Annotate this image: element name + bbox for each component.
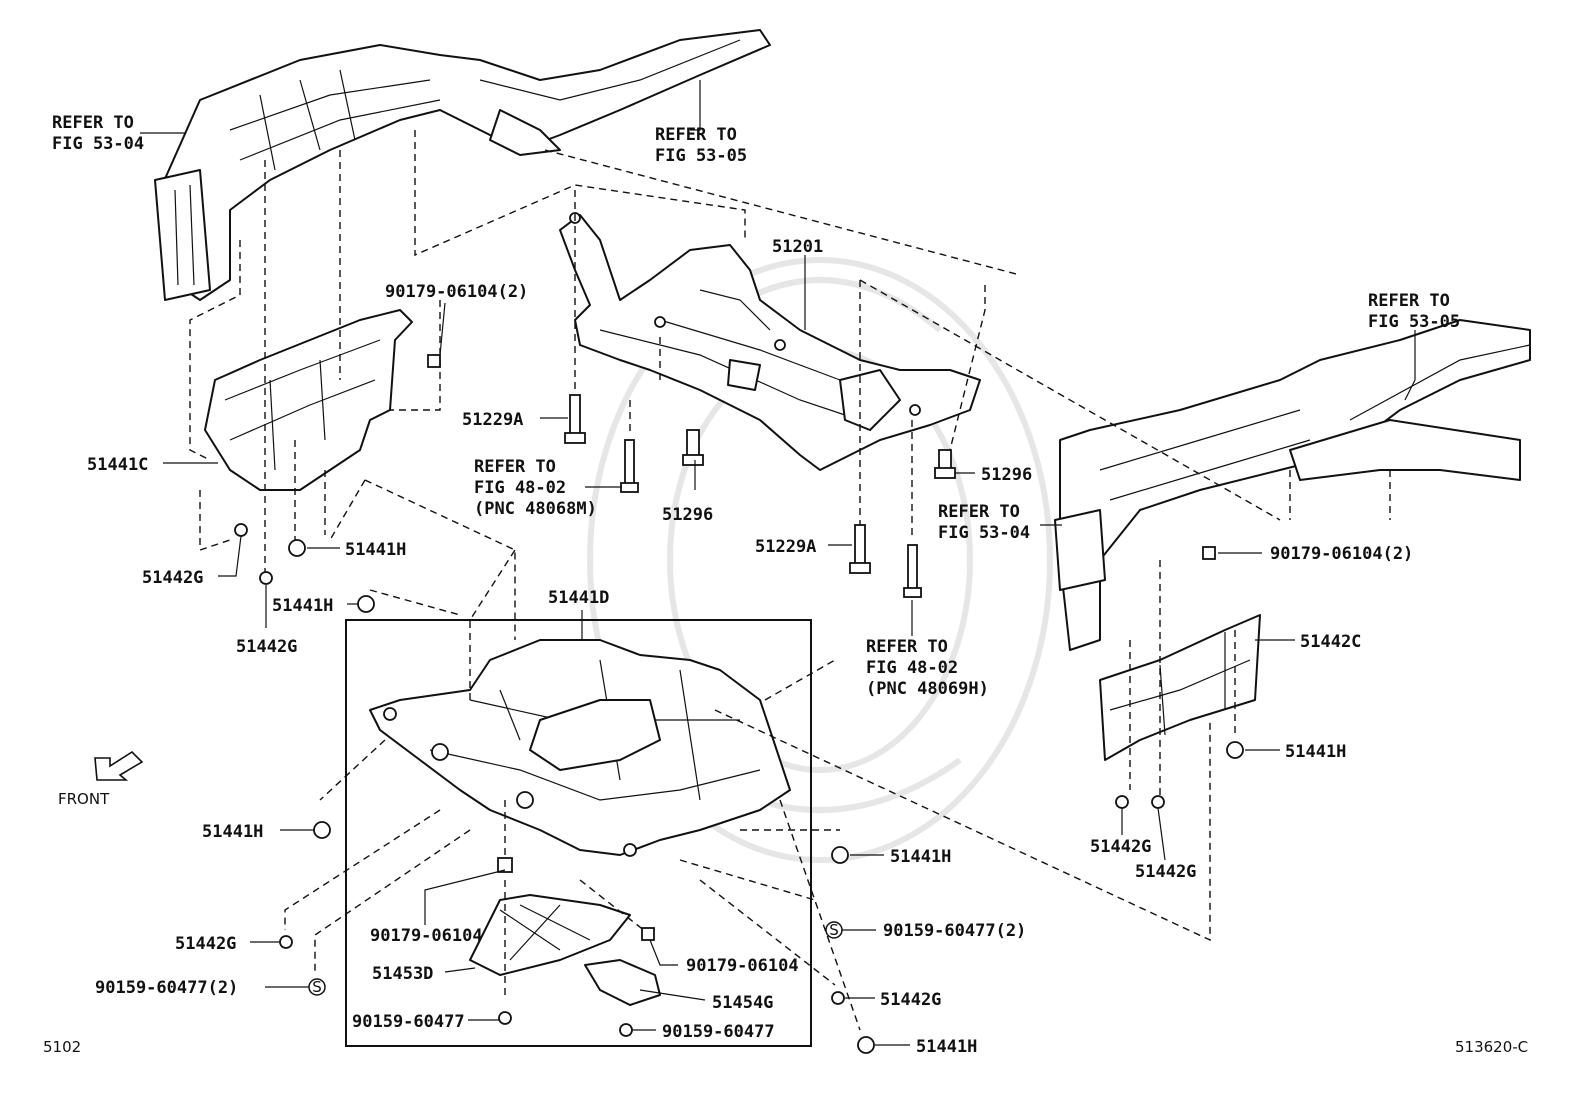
label-51441C: 51441C xyxy=(87,455,148,475)
part-51442C-cover[interactable] xyxy=(1099,614,1261,761)
refer-48-02-right-line3: (PNC 48069H) xyxy=(866,679,989,699)
label-51442G-c: 51442G xyxy=(175,934,236,954)
refer-48-02-right-line1: REFER TO xyxy=(866,637,948,657)
front-arrow-icon xyxy=(94,750,144,781)
stud-48069H xyxy=(903,544,922,598)
bolt-51296-mid xyxy=(682,429,704,466)
clip-90179-06104-right xyxy=(1202,546,1216,560)
stud-48068M xyxy=(620,439,639,493)
label-51442G-f: 51442G xyxy=(1135,862,1196,882)
label-90179-06104-2-right: 90179-06104(2) xyxy=(1270,544,1413,564)
label-51442G-e: 51442G xyxy=(1090,837,1151,857)
refer-48-02-left-line3: (PNC 48068M) xyxy=(474,499,597,519)
label-51441H-c: 51441H xyxy=(202,822,263,842)
label-51296-mid: 51296 xyxy=(662,505,713,525)
label-51441D: 51441D xyxy=(548,588,609,608)
label-51442G-a: 51442G xyxy=(142,568,203,588)
refer-53-05-top-line1: REFER TO xyxy=(655,125,737,145)
label-51201: 51201 xyxy=(772,237,823,257)
label-51229A-left: 51229A xyxy=(462,410,523,430)
refer-53-05-right-line1: REFER TO xyxy=(1368,291,1450,311)
s-circle-icon: S xyxy=(825,921,843,939)
clip-90179-06104-a xyxy=(497,857,513,873)
refer-53-04-right-line2: FIG 53-04 xyxy=(938,523,1030,543)
label-51441H-e: 51441H xyxy=(1285,742,1346,762)
svg-text:S: S xyxy=(312,978,322,996)
callout-labels: REFER TO FIG 53-04 REFER TO FIG 53-05 RE… xyxy=(43,113,1528,1057)
label-51441H-f: 51441H xyxy=(916,1037,977,1057)
bolt-51229A-right xyxy=(849,524,871,574)
refer-53-05-top-line2: FIG 53-05 xyxy=(655,146,747,166)
refer-48-02-left-line2: FIG 48-02 xyxy=(474,478,566,498)
refer-53-05-right-line2: FIG 53-05 xyxy=(1368,312,1460,332)
label-51441H-a: 51441H xyxy=(345,540,406,560)
svg-text:S: S xyxy=(829,921,839,939)
label-51454G: 51454G xyxy=(712,993,773,1013)
part-51441D-undercover[interactable] xyxy=(369,639,791,857)
clip-90179-06104-top xyxy=(427,354,441,368)
left-frame-rail xyxy=(154,29,771,301)
part-51441D-box xyxy=(345,619,812,1047)
label-90159-60477-a: 90159-60477 xyxy=(352,1012,465,1032)
label-51442G-d: 51442G xyxy=(880,990,941,1010)
clip-90179-06104-b xyxy=(641,927,655,941)
s-circle-icon: S xyxy=(308,978,326,996)
label-51296-right: 51296 xyxy=(981,465,1032,485)
label-51229A-right: 51229A xyxy=(755,537,816,557)
label-51441H-b: 51441H xyxy=(272,596,333,616)
label-90159-60477-2-right: 90159-60477(2) xyxy=(883,921,1026,941)
refer-48-02-right-line2: FIG 48-02 xyxy=(866,658,958,678)
part-51201-subframe[interactable] xyxy=(559,212,981,471)
figure-code: 513620-C xyxy=(1455,1038,1528,1056)
part-51453D-cover[interactable] xyxy=(469,894,631,976)
label-90179-06104-b: 90179-06104 xyxy=(686,956,799,976)
part-51441C-cover[interactable] xyxy=(204,309,413,491)
part-51454G-cover[interactable] xyxy=(584,959,661,1006)
label-90179-06104-a: 90179-06104 xyxy=(370,926,483,946)
front-label: FRONT xyxy=(58,790,110,808)
leaders xyxy=(163,255,1295,1046)
label-90179-06104-2-top: 90179-06104(2) xyxy=(385,282,528,302)
guide-lines xyxy=(189,130,1391,1031)
page-code: 5102 xyxy=(43,1038,81,1056)
label-51442C: 51442C xyxy=(1300,632,1361,652)
label-90159-60477-b: 90159-60477 xyxy=(662,1022,775,1042)
refer-53-04-top-line1: REFER TO xyxy=(52,113,134,133)
refer-53-04-top-line2: FIG 53-04 xyxy=(52,134,144,154)
refer-48-02-left-line1: REFER TO xyxy=(474,457,556,477)
fasteners xyxy=(234,354,1244,1054)
label-51442G-b: 51442G xyxy=(236,637,297,657)
refer-53-04-right-line1: REFER TO xyxy=(938,502,1020,522)
right-frame-rail xyxy=(1054,319,1531,651)
bolt-51229A-left xyxy=(564,394,586,444)
label-51441H-d: 51441H xyxy=(890,847,951,867)
label-90159-60477-2-left: 90159-60477(2) xyxy=(95,978,238,998)
label-51453D: 51453D xyxy=(372,964,433,984)
